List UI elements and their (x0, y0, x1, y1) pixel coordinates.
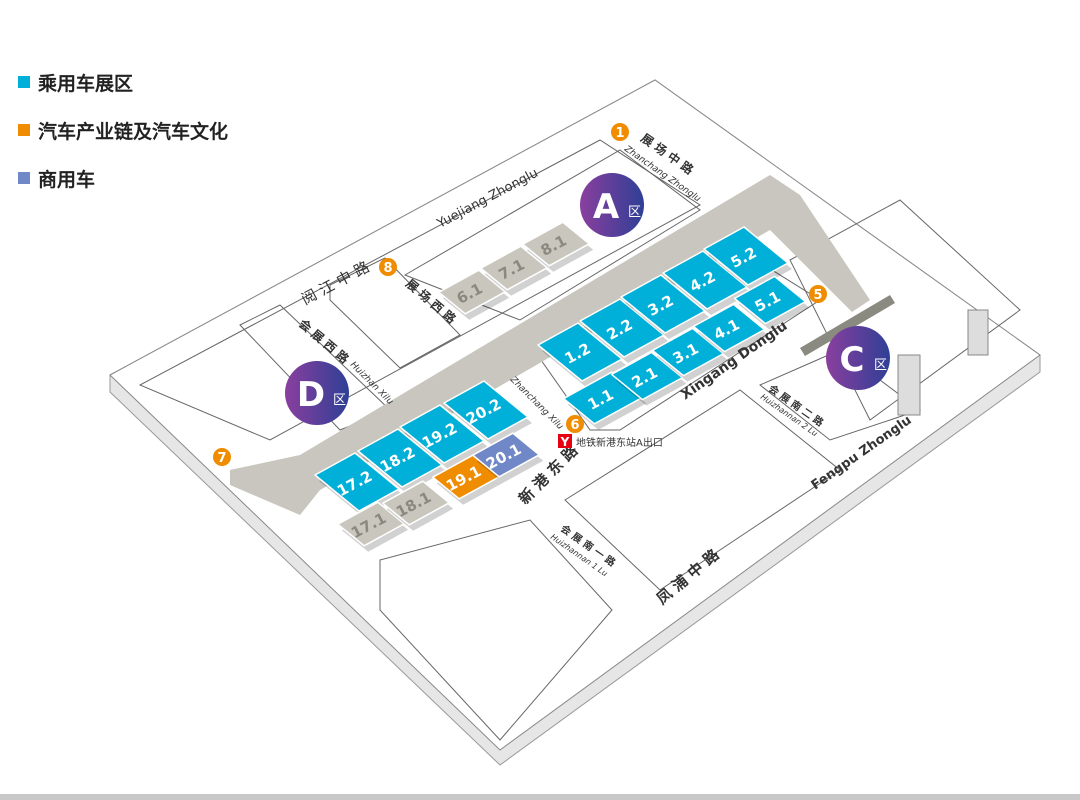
svg-text:区: 区 (874, 358, 887, 373)
hall-2-2[interactable]: 2.2 (579, 298, 668, 363)
svg-text:C: C (840, 340, 865, 380)
swatch (18, 172, 30, 184)
hall-5-1[interactable]: 5.1 (733, 275, 810, 330)
hall-6-1[interactable]: 6.1 (438, 269, 510, 320)
legend-label: 乘用车展区 (38, 72, 134, 95)
building (897, 354, 921, 416)
hall-1-1[interactable]: 1.1 (562, 371, 647, 430)
entrance-6[interactable]: 6 (566, 415, 584, 433)
legend: 乘用车展区 汽车产业链及汽车文化 商用车 (18, 70, 228, 214)
hall-3-1[interactable]: 3.1 (651, 327, 728, 382)
svg-text:区: 区 (628, 205, 641, 220)
hall-8-1[interactable]: 8.1 (522, 221, 594, 272)
entrance-number: 1 (615, 126, 624, 141)
bridge (800, 295, 895, 356)
svg-text:区: 区 (333, 393, 346, 408)
hall-7-1[interactable]: 7.1 (480, 245, 552, 296)
halls: 1.22.23.24.25.2 1.12.13.14.15.1 17.218.219… (314, 221, 810, 552)
hall-18-1[interactable]: 18.1 (382, 480, 454, 531)
hall-1-2[interactable]: 1.2 (537, 322, 626, 387)
svg-text:A: A (593, 187, 620, 227)
entrance-1[interactable]: 1 (611, 123, 629, 141)
legend-item-industry: 汽车产业链及汽车文化 (18, 118, 229, 143)
entrance-8[interactable]: 8 (379, 258, 397, 276)
hall-5-2[interactable]: 5.2 (703, 226, 792, 291)
entrance-7[interactable]: 7 (213, 448, 231, 466)
hall-4-2[interactable]: 4.2 (662, 250, 751, 315)
svg-text:Y: Y (560, 435, 570, 449)
hall-17-1[interactable]: 17.1 (337, 501, 409, 552)
hall-20-1[interactable]: 20.1 (472, 432, 544, 483)
swatch (18, 76, 30, 88)
hall-17-2[interactable]: 17.2 (314, 452, 403, 517)
entrances: 1 5 6 7 8 (213, 123, 827, 466)
entrance-number: 6 (570, 418, 579, 433)
entrance-number: 7 (217, 451, 226, 466)
entrance-5[interactable]: 5 (809, 285, 827, 303)
metro-icon (558, 434, 572, 448)
legend-label: 汽车产业链及汽车文化 (38, 120, 229, 143)
hall-20-2[interactable]: 20.2 (443, 380, 532, 445)
metro-exit: Y 地铁新港东站A出口 (558, 434, 663, 449)
legend-label: 商用车 (38, 168, 96, 191)
svg-text:D: D (297, 375, 325, 415)
legend-item-passenger: 乘用车展区 (18, 70, 228, 95)
hall-4-1[interactable]: 4.1 (692, 303, 769, 358)
entrance-number: 5 (813, 288, 822, 303)
metro-label: 地铁新港东站A出口 (576, 436, 663, 449)
entrance-number: 8 (383, 261, 392, 276)
hall-18-2[interactable]: 18.2 (357, 428, 446, 493)
hall-3-2[interactable]: 3.2 (620, 274, 709, 339)
hall-2-1[interactable]: 2.1 (610, 351, 687, 406)
legend-item-commercial: 商用车 (18, 166, 228, 191)
swatch (18, 124, 30, 136)
bottom-bar (0, 794, 1080, 800)
building (967, 309, 989, 356)
hall-19-2[interactable]: 19.2 (399, 404, 488, 469)
